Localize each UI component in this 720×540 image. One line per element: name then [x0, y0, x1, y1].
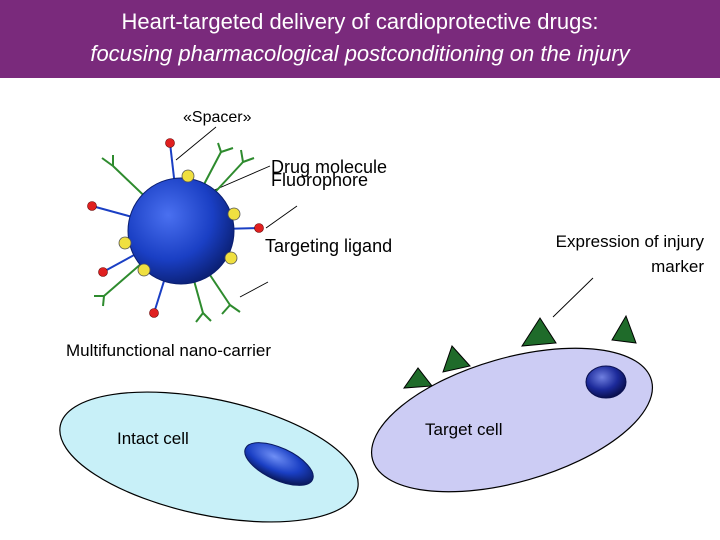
drug-molecules — [87, 138, 264, 318]
fluorophore — [227, 207, 241, 221]
labels: «Spacer» Drug molecule Fluorophore Targe… — [66, 109, 704, 448]
label-targeting-ligand: Targeting ligand — [265, 236, 392, 256]
label-target-cell: Target cell — [425, 420, 502, 439]
label-expression-marker-cont: marker — [651, 257, 704, 276]
intact-cell-nucleus — [244, 442, 314, 486]
title-banner: Heart-targeted delivery of cardioprotect… — [0, 0, 720, 78]
intact-cell-membrane — [59, 391, 359, 523]
label-drug-molecule: Drug molecule — [271, 157, 387, 177]
target-cell — [370, 314, 654, 493]
injury-marker — [402, 367, 433, 389]
label-nano-carrier: Multifunctional nano-carrier — [66, 341, 271, 360]
fluorophore — [137, 263, 151, 277]
leader-lines — [175, 126, 594, 318]
label-spacer: «Spacer» — [183, 109, 252, 126]
fluorophores — [118, 169, 241, 277]
intact-cell — [59, 391, 359, 523]
injury-marker — [611, 314, 637, 344]
slide-subtitle: focusing pharmacological postconditionin… — [90, 41, 630, 66]
label-expression-marker: Expression of injury — [556, 232, 705, 251]
drug-molecule — [254, 223, 264, 233]
fluorophore — [118, 236, 132, 250]
fluorophore-pointer — [265, 205, 298, 229]
drug-molecule — [87, 201, 97, 211]
fluorophore — [181, 169, 195, 183]
injury-marker — [442, 345, 471, 373]
slide-title: Heart-targeted delivery of cardioprotect… — [121, 9, 599, 34]
target-cell-membrane — [370, 347, 654, 493]
spacer-pointer — [175, 126, 217, 161]
label-fluorophore: Fluorophore — [271, 170, 368, 190]
ligand-pointer — [239, 281, 269, 298]
drug-molecule — [165, 138, 175, 148]
carrier-core — [127, 177, 235, 285]
drug-molecule — [149, 308, 159, 318]
label-intact-cell: Intact cell — [117, 429, 189, 448]
nano-carrier — [87, 138, 264, 323]
fluorophore — [224, 251, 238, 265]
injury-marker — [521, 317, 557, 347]
marker-pointer — [552, 277, 594, 318]
target-cell-nucleus — [585, 365, 627, 399]
drug-molecule — [98, 267, 108, 277]
